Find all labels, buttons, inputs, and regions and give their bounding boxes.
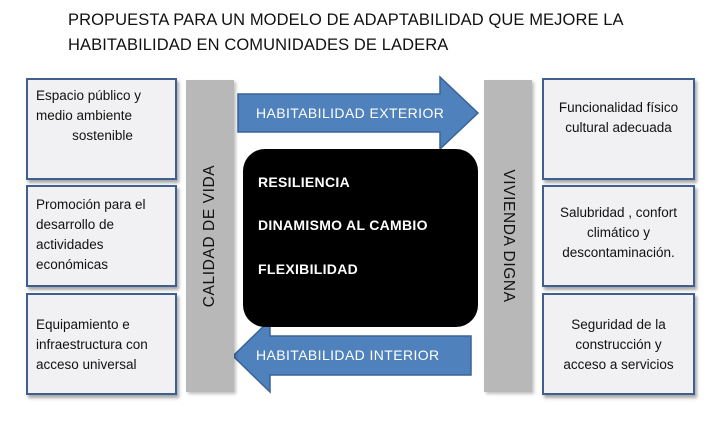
left-box-2-line-4: económicas xyxy=(36,257,109,272)
left-box-2-line-2: desarrollo de xyxy=(36,217,115,232)
right-box-2-line-3: descontaminación. xyxy=(562,245,675,260)
right-box-safety: Seguridad de la construcción y acceso a … xyxy=(542,293,695,395)
center-item-flexibility: FLEXIBILIDAD xyxy=(258,261,359,277)
bottom-arrow xyxy=(231,318,472,394)
title-line-1: PROPUESTA PARA UN MODELO DE ADAPTABILIDA… xyxy=(68,11,624,29)
quality-of-life-bar xyxy=(186,80,234,392)
right-box-3-line-3: acceso a servicios xyxy=(563,357,674,372)
left-box-public-space: Espacio público y medio ambiente sosteni… xyxy=(26,78,177,180)
dignified-housing-label: VIVIENDA DIGNA xyxy=(500,169,517,303)
title-line-2: HABITABILIDAD EN COMUNIDADES DE LADERA xyxy=(68,36,449,54)
right-box-functionality: Funcionalidad físico cultural adecuada xyxy=(542,78,695,180)
right-box-1-line-2: cultural adecuada xyxy=(565,120,672,135)
right-box-2-line-2: climático y xyxy=(586,225,650,240)
center-item-dynamism: DINAMISMO AL CAMBIO xyxy=(258,217,428,233)
top-arrow xyxy=(237,75,480,151)
left-box-3-line-1: Equipamiento e xyxy=(36,317,130,332)
right-box-1-line-1: Funcionalidad físico xyxy=(558,100,679,115)
left-box-infrastructure: Equipamiento e infraestructura con acces… xyxy=(26,293,177,395)
left-box-economic-activities: Promoción para el desarrollo de activida… xyxy=(26,185,177,287)
bottom-arrow-label: HABITABILIDAD INTERIOR xyxy=(256,347,440,363)
left-box-3-line-2: infraestructura con xyxy=(36,337,148,352)
diagram-title: PROPUESTA PARA UN MODELO DE ADAPTABILIDA… xyxy=(68,8,708,58)
dignified-housing-bar xyxy=(484,80,532,392)
right-box-3-line-1: Seguridad de la xyxy=(571,317,666,332)
right-box-2-line-1: Salubridad , confort xyxy=(559,205,678,220)
center-item-resilience: RESILIENCIA xyxy=(258,174,350,190)
left-box-1-line-1: Espacio público y xyxy=(36,88,142,103)
left-box-2-line-1: Promoción para el xyxy=(36,197,146,212)
left-box-3-line-3: acceso universal xyxy=(36,357,137,372)
quality-of-life-label: CALIDAD DE VIDA xyxy=(201,164,218,308)
top-arrow-label: HABITABILIDAD EXTERIOR xyxy=(256,105,445,121)
left-box-1-line-3: sostenible xyxy=(72,128,133,143)
right-box-3-line-2: construcción y xyxy=(575,337,662,352)
left-box-1-line-2: medio ambiente xyxy=(36,108,133,123)
right-box-health-comfort: Salubridad , confort climático y descont… xyxy=(542,185,695,287)
adaptability-core-box: RESILIENCIA DINAMISMO AL CAMBIO FLEXIBIL… xyxy=(243,149,478,327)
left-box-2-line-3: actividades xyxy=(36,237,104,252)
